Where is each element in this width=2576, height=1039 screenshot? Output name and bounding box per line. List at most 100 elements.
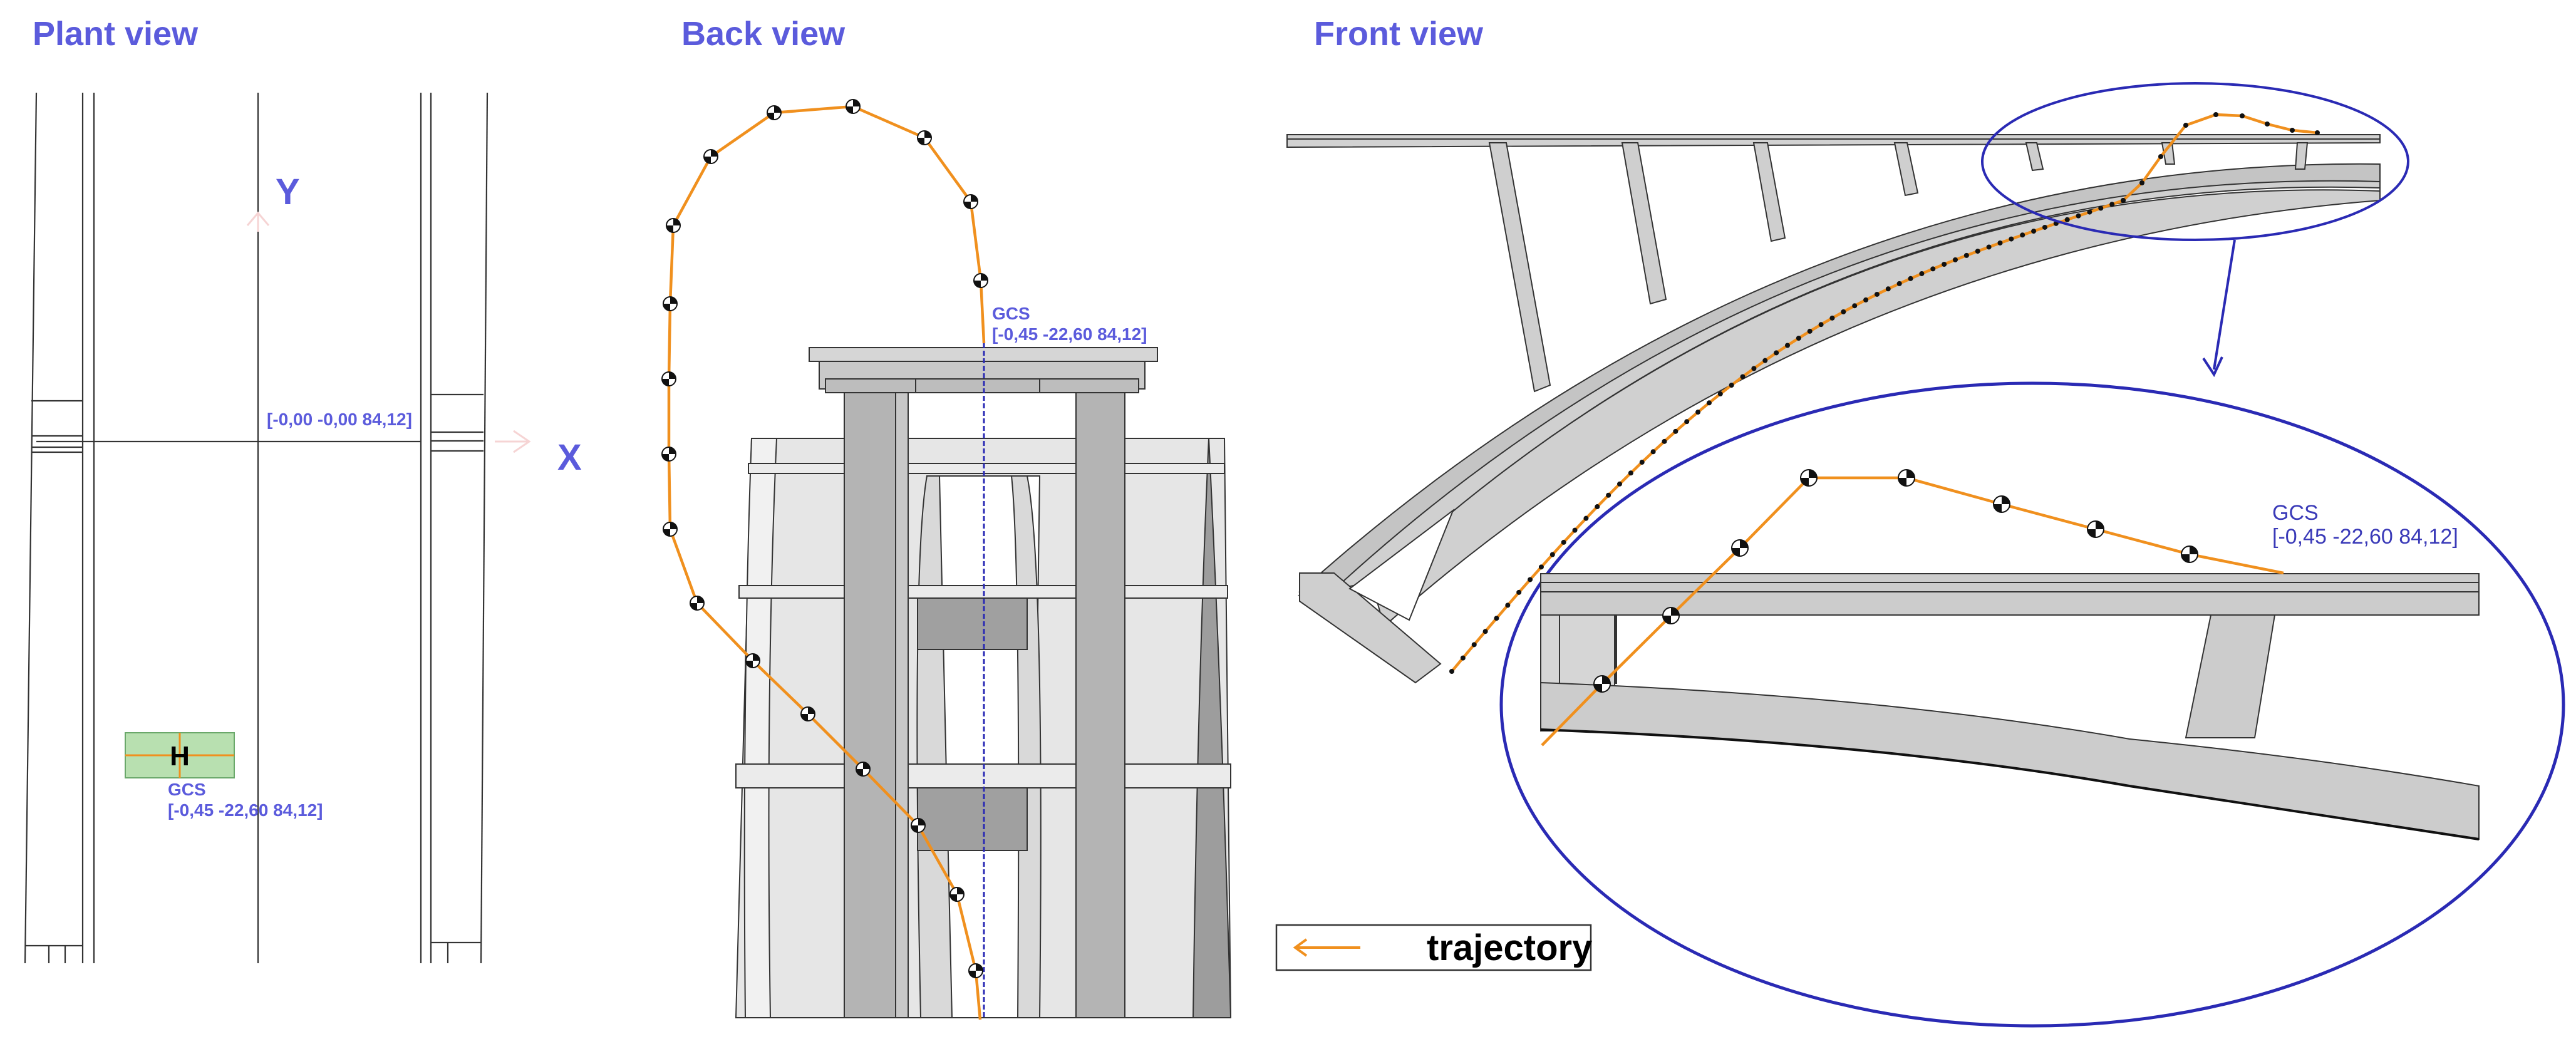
back-gcs-coords: [-0,45 -22,60 84,12] (992, 324, 1147, 344)
front-trajectory-point-21 (1673, 428, 1679, 434)
front-trajectory-point-68 (2265, 121, 2270, 127)
legend-trajectory-label: trajectory (1427, 928, 1592, 968)
back-waypoints (661, 99, 988, 978)
strut-7 (2294, 142, 2309, 170)
strut-5 (2025, 142, 2044, 172)
pier-right-face (1192, 438, 1232, 1018)
front-trajectory-point-57 (2076, 213, 2081, 219)
plant-view-panel: Y X [-0,00 -0,00 84,12] H GCS [-0,45 -22… (24, 92, 582, 964)
zoom-waypoint-8 (2181, 545, 2198, 563)
front-trajectory-point-15 (1606, 492, 1611, 498)
front-trajectory-point-70 (2315, 130, 2320, 135)
front-trajectory-point-7 (1516, 589, 1522, 595)
front-trajectory-point-43 (1919, 271, 1925, 276)
y-axis-label: Y (276, 172, 300, 212)
back-waypoint-6 (745, 653, 760, 668)
zoom-waypoint-7 (2087, 520, 2104, 538)
legend-box (1275, 924, 1592, 971)
front-trajectory-point-66 (2213, 112, 2218, 117)
plant-gcs-coords: [-0,45 -22,60 84,12] (168, 800, 323, 820)
front-trajectory-point-6 (1505, 602, 1511, 608)
front-trajectory-point-33 (1807, 328, 1813, 334)
zoom-pier-left-rim (1615, 615, 1617, 684)
band-top (748, 463, 1225, 474)
front-trajectory-point-30 (1774, 350, 1779, 356)
front-trajectory-point-24 (1706, 400, 1712, 406)
callout-leader-line (2213, 239, 2236, 370)
front-trajectory-point-67 (2240, 113, 2245, 118)
front-trajectory-point-54 (2042, 224, 2047, 230)
front-trajectory-point-53 (2031, 229, 2037, 234)
legend-arrow-icon (1293, 938, 1308, 957)
front-trajectory-point-52 (2020, 232, 2025, 238)
zoom-arch-bottom-edge (1540, 728, 2480, 840)
back-waypoint-16 (917, 130, 932, 145)
back-waypoint-8 (663, 522, 678, 537)
zoom-waypoint-4 (1800, 469, 1818, 487)
front-trajectory-point-10 (1549, 552, 1555, 557)
front-trajectory-points (1449, 112, 2320, 674)
zoom-deck-slab (1540, 573, 2480, 616)
column-left-face (895, 386, 909, 1018)
zoom-waypoints (1593, 469, 2198, 693)
detail-callout-ellipse (1981, 82, 2409, 241)
front-trajectory-point-34 (1818, 322, 1824, 328)
strut-1 (1488, 142, 1551, 393)
front-trajectory-point-36 (1841, 309, 1846, 314)
front-trajectory-point-45 (1942, 261, 1947, 267)
front-trajectory-point-23 (1695, 410, 1701, 415)
back-view-panel: GCS [-0,45 -22,60 84,12] (661, 99, 1232, 1020)
zoom-detail-ellipse (1499, 381, 2565, 1028)
back-waypoint-11 (663, 296, 678, 311)
brace-upper (917, 597, 1028, 650)
brace-lower (917, 787, 1028, 851)
back-waypoint-7 (690, 596, 705, 611)
zoom-waypoint-1 (1593, 675, 1611, 693)
front-trajectory-point-51 (2009, 236, 2014, 242)
front-trajectory-point-4 (1482, 629, 1488, 634)
front-trajectory-point-60 (2109, 202, 2115, 207)
front-trajectory-point-22 (1684, 419, 1690, 425)
back-view-title: Back view (681, 15, 846, 53)
back-waypoint-14 (767, 105, 782, 120)
legend: trajectory (1275, 924, 1592, 971)
front-gcs-title: GCS (2272, 501, 2319, 525)
back-waypoint-18 (973, 273, 988, 288)
plant-view-structure-lines (24, 92, 489, 964)
back-waypoint-2 (949, 887, 965, 902)
front-trajectory-point-1 (1449, 669, 1454, 674)
front-trajectory-point-32 (1796, 336, 1801, 341)
column-left (844, 386, 896, 1018)
front-trajectory-point-2 (1460, 655, 1466, 661)
front-trajectory-point-27 (1740, 374, 1746, 380)
back-waypoint-5 (800, 706, 815, 721)
back-waypoint-4 (856, 762, 871, 777)
front-trajectory-point-16 (1617, 481, 1622, 487)
zoom-waypoint-5 (1898, 469, 1915, 487)
plant-view-title: Plant view (33, 15, 199, 53)
zoom-waypoint-3 (1731, 539, 1749, 557)
front-trajectory-point-37 (1852, 303, 1858, 309)
front-trajectory-point-56 (2064, 217, 2070, 222)
front-trajectory-point-42 (1908, 276, 1913, 281)
zoom-waypoint-2 (1662, 607, 1680, 624)
front-trajectory-point-31 (1785, 343, 1790, 348)
bridge-deck (1286, 134, 2381, 148)
front-trajectory-point-3 (1471, 642, 1477, 648)
front-trajectory-point-20 (1662, 438, 1667, 444)
origin-coordinates: [-0,00 -0,00 84,12] (267, 410, 412, 429)
front-trajectory-point-46 (1953, 257, 1958, 262)
front-trajectory-point-26 (1729, 382, 1734, 388)
arch-top-face (1298, 163, 2381, 602)
zoom-waypoint-6 (1993, 495, 2010, 513)
front-trajectory-point-41 (1896, 281, 1902, 286)
front-trajectory-point-48 (1975, 249, 1980, 254)
front-trajectory-point-12 (1572, 527, 1578, 533)
front-trajectory-point-28 (1751, 366, 1757, 371)
back-waypoint-12 (666, 218, 681, 233)
abutment-void (1348, 509, 1455, 621)
back-waypoint-10 (661, 371, 676, 386)
front-trajectory-point-40 (1885, 286, 1891, 292)
front-trajectory-point-47 (1963, 252, 1969, 258)
